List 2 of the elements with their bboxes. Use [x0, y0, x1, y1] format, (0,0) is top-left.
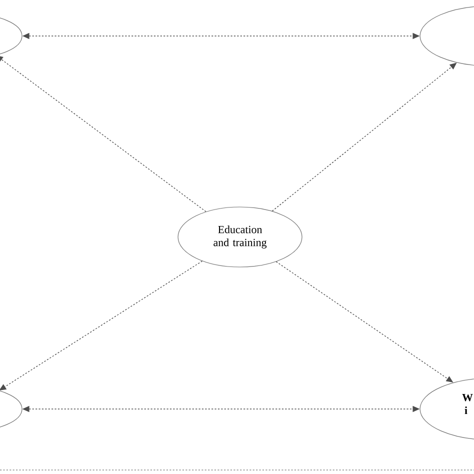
arrow [0, 260, 203, 390]
ellipse-node: Education and training [178, 206, 302, 268]
